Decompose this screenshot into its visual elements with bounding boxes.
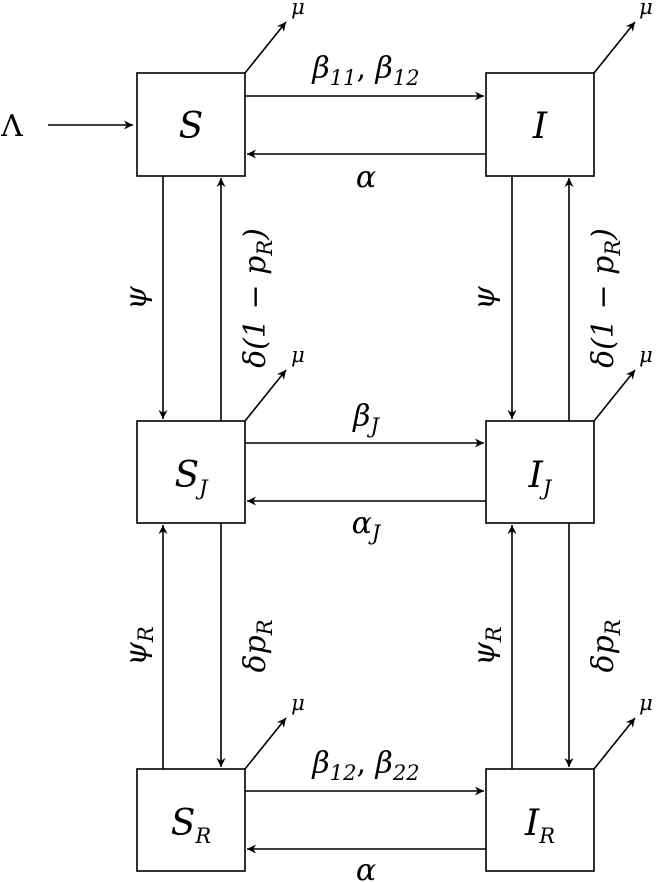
node-I-label: I [532,106,548,147]
edge-I-J-to-I-R-label: δpR [586,619,625,672]
mortality-arrow-S: μ [244,0,305,74]
mortality-label-I-J: μ [639,343,653,367]
node-S-J-subscript: J [195,476,209,500]
edge-S-to-S-J-label: ψ [119,286,154,310]
edge-I-J-to-S-J-label: αJ [352,506,382,545]
node-I-R-subscript: R [538,824,555,848]
edge-S-R-to-S-J-label: ψR [119,626,158,666]
svg-text:SR: SR [171,803,212,848]
svg-text:IJ: IJ [528,455,553,500]
edge-I-J-to-S-J: αJ [247,496,486,545]
svg-text:S: S [179,106,204,147]
edge-S-R-to-S-J: ψR [119,525,168,769]
node-I-R-label: I [524,803,540,844]
mortality-label-S-J: μ [291,343,305,367]
edge-S-R-to-I-R: β12, β22 [245,746,484,796]
edge-S-J-to-S-label: δ(1 − pR) [238,228,277,368]
node-S: S [136,72,246,177]
svg-text:SJ: SJ [174,455,209,500]
edge-I-to-S-label: α [356,160,376,195]
mortality-arrow-I-J: μ [593,343,653,422]
edge-I-J-to-I: δ(1 − pR) [564,178,625,421]
node-S-label: S [179,106,204,147]
edge-I-to-I-J: ψ [467,176,517,419]
mortality-label-S-R: μ [291,691,305,715]
mortality-arrow-S-R: μ [244,691,305,770]
edge-S-J-to-S-R: δpR [216,523,277,767]
edge-I-J-to-I-label: δ(1 − pR) [586,228,625,368]
node-I: I [485,72,595,177]
node-S-R: SR [136,768,246,872]
edge-S-J-to-I-J-label: βJ [352,399,380,438]
mortality-label-I-R: μ [639,691,653,715]
edge-S-to-S-J: ψ [119,176,168,419]
mortality-label-S: μ [291,0,305,19]
inflow-label: Λ [0,109,23,144]
edge-I-R-to-I-J-label: ψR [467,626,506,666]
node-S-R-subscript: R [194,824,211,848]
mortality-arrow-I: μ [593,0,653,74]
edge-S-J-to-S-R-label: δpR [238,619,277,672]
node-S-R-label: S [171,803,196,844]
edge-I-J-to-I-R: δpR [564,523,625,767]
mortality-arrow-S-J: μ [244,343,305,422]
edge-I-R-to-I-J: ψR [467,525,517,769]
edge-S-to-I: β11, β12 [245,51,484,101]
edge-S-J-to-S: δ(1 − pR) [216,178,277,421]
node-I-J-subscript: J [539,476,553,500]
node-I-R: IR [485,768,595,872]
edge-I-to-S: α [247,149,486,195]
node-S-J-label: S [174,455,199,496]
edge-S-R-to-I-R-label: β12, β22 [311,746,419,785]
mortality-label-I: μ [639,0,653,19]
edge-I-R-to-S-R: α [247,844,486,882]
mortality-arrow-I-R: μ [593,691,653,770]
edge-S-J-to-I-J: βJ [245,399,484,448]
edge-I-R-to-S-R-label: α [356,853,376,882]
node-I-J: IJ [485,420,595,524]
node-I-J-label: I [528,455,544,496]
svg-text:I: I [532,106,548,147]
node-S-J: SJ [136,420,246,524]
inflow-arrow: Λ [0,109,133,144]
svg-text:IR: IR [524,803,555,848]
edge-I-to-I-J-label: ψ [467,286,502,310]
edge-S-to-I-label: β11, β12 [311,51,419,90]
